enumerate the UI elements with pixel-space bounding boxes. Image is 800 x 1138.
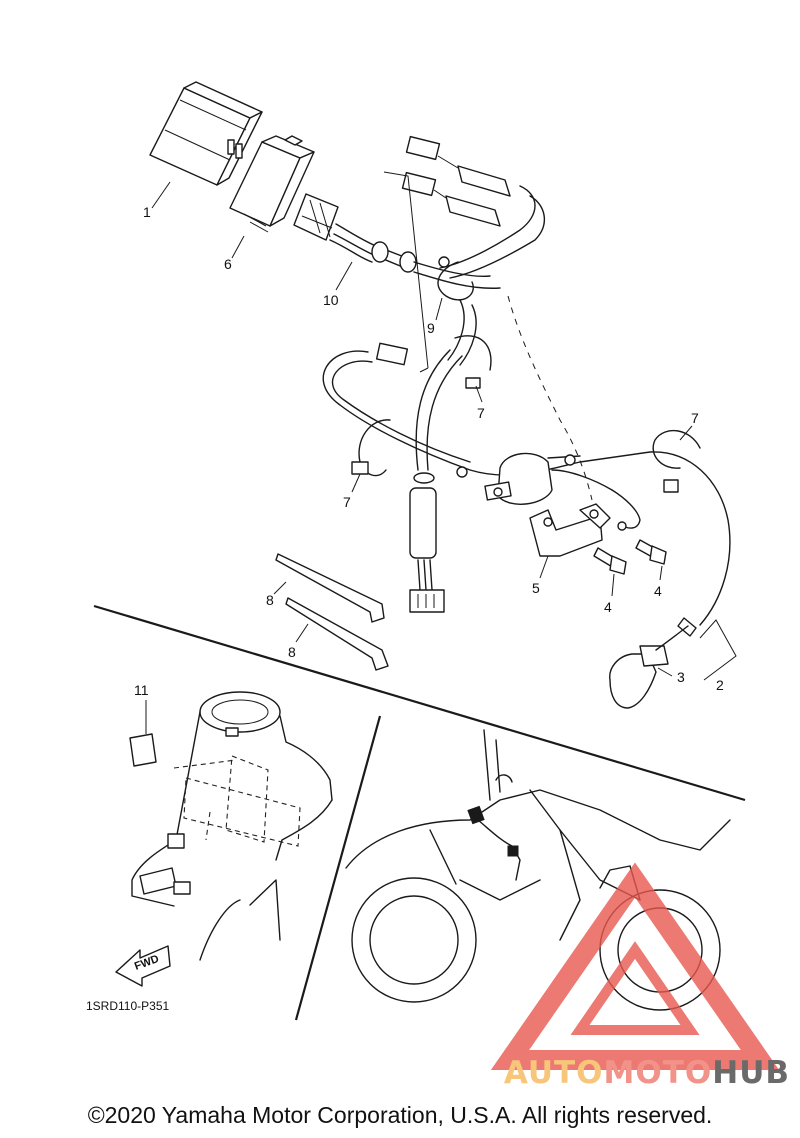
watermark-brand: AUTOMOTOHUB [504, 1055, 790, 1091]
ignition-coil [456, 452, 613, 505]
band-9 [437, 261, 474, 301]
callout-7-right: 7 [691, 410, 699, 426]
callout-9: 9 [427, 320, 435, 336]
callout-8-upper: 8 [266, 592, 274, 608]
callout-3: 3 [677, 669, 685, 685]
callout-8-lower: 8 [288, 644, 296, 660]
bolt-4-left [593, 547, 627, 575]
callouts: 1 6 10 9 7 7 7 5 4 4 8 8 3 2 11 [134, 181, 737, 698]
watermark-triangle-icon [490, 862, 780, 1070]
cable-tie-lower [285, 597, 389, 671]
cdi-unit [149, 81, 263, 186]
bolt-4-right [635, 539, 667, 565]
handlebar-inset [131, 691, 333, 961]
motorcycle-silhouette [345, 729, 731, 1011]
cable-tie-upper [275, 553, 385, 623]
clip-7-right [652, 429, 701, 493]
callout-7-top: 7 [477, 405, 485, 421]
callout-2: 2 [716, 677, 724, 693]
divider-line-main [93, 604, 746, 802]
harness-down-coupler [409, 349, 463, 613]
callout-11: 11 [134, 682, 149, 698]
brand-part-auto: AUTO [503, 1055, 604, 1091]
brand-part-hub: HUB [712, 1055, 790, 1091]
divider-line-left [294, 715, 382, 1021]
callout-4-right: 4 [654, 583, 662, 599]
callout-1: 1 [143, 204, 151, 220]
coil-bracket [529, 503, 611, 557]
drawing-code: 1SRD110-P351 [86, 999, 169, 1013]
brand-part-moto: MOTO [603, 1055, 713, 1091]
coupler-cover [229, 135, 315, 233]
callout-5: 5 [532, 580, 540, 596]
spark-plug-cap [609, 617, 697, 709]
callout-10: 10 [323, 292, 339, 308]
callout-6: 6 [224, 256, 232, 272]
clip-7-left [351, 419, 391, 477]
copyright-notice: ©2020 Yamaha Motor Corporation, U.S.A. A… [87, 1102, 713, 1128]
callout-7-left: 7 [343, 494, 351, 510]
fwd-arrow-icon [115, 945, 171, 987]
wire-harness [293, 135, 545, 289]
callout-4-left: 4 [604, 599, 612, 615]
part-11-block [129, 700, 157, 767]
